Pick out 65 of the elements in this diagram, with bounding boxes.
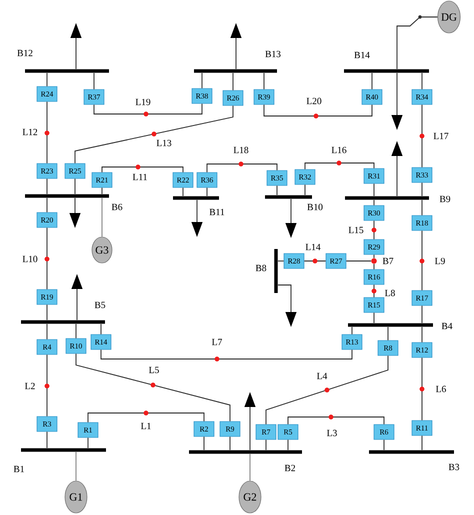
connector-line [278,260,284,262]
connector-line [46,101,48,164]
edge-label: L4 [316,372,328,380]
connector-line [46,178,48,194]
edge-label: L10 [22,256,38,262]
connector-line [182,187,184,196]
connector-line [304,162,374,170]
connector-line [288,416,384,425]
edge-label: L3 [326,430,337,436]
edge-label: L2 [25,382,35,390]
connector-line [74,178,76,194]
connector-line [266,355,388,425]
bus-label: B9 [440,196,450,202]
connector-line [46,304,48,320]
edge-label: L17 [434,132,448,140]
connector-line [102,166,184,173]
bus-label: B6 [112,204,122,210]
connector-line [304,260,326,262]
connector-line [232,72,234,91]
connector-line [46,431,48,448]
edge-label: L9 [434,258,445,264]
edge-label: L14 [306,244,320,250]
bus-label: B2 [284,464,296,472]
connector-line [88,412,204,423]
edge-label: L20 [306,98,322,104]
bus-label: B10 [307,204,323,210]
connector-line [94,103,202,114]
edge-label: L1 [140,422,151,430]
edge-label: L5 [148,366,159,374]
connector-line [346,260,372,262]
bus-label: B3 [448,464,460,470]
connector-line [46,72,48,87]
bus-label: B4 [442,322,452,330]
connector-line [46,227,48,290]
bus-label: B5 [94,302,106,308]
connector-line [46,354,48,417]
bus-label: B12 [17,50,32,56]
bus-label: B1 [14,466,24,472]
edge-label: L12 [22,128,38,136]
bus-label: B13 [265,50,281,58]
connector-line [206,187,208,196]
connector-line [46,198,48,213]
connector-line [76,353,230,422]
connector-line [264,104,372,116]
edge-label: L11 [132,174,147,180]
bus-label: B14 [354,52,370,58]
edge-label: L16 [332,146,346,154]
edge-label: L7 [212,338,222,346]
edge-label: L15 [348,226,364,234]
edge-label: L13 [156,140,172,146]
connector-line [46,324,48,340]
bus-label: B11 [210,208,224,216]
connector-line [276,185,278,196]
connector-line [74,105,234,164]
edge-label: L19 [136,98,150,106]
connector-line [396,16,438,70]
connector-line [304,184,306,196]
bus-label: B7 [382,258,394,264]
connector-line [206,164,278,173]
edge-label: L6 [436,386,446,392]
edge-label: L18 [234,146,248,154]
connector-line [100,324,102,335]
bus-label: B8 [256,264,266,272]
connector-line [100,349,352,360]
edge-label: L8 [384,290,395,296]
